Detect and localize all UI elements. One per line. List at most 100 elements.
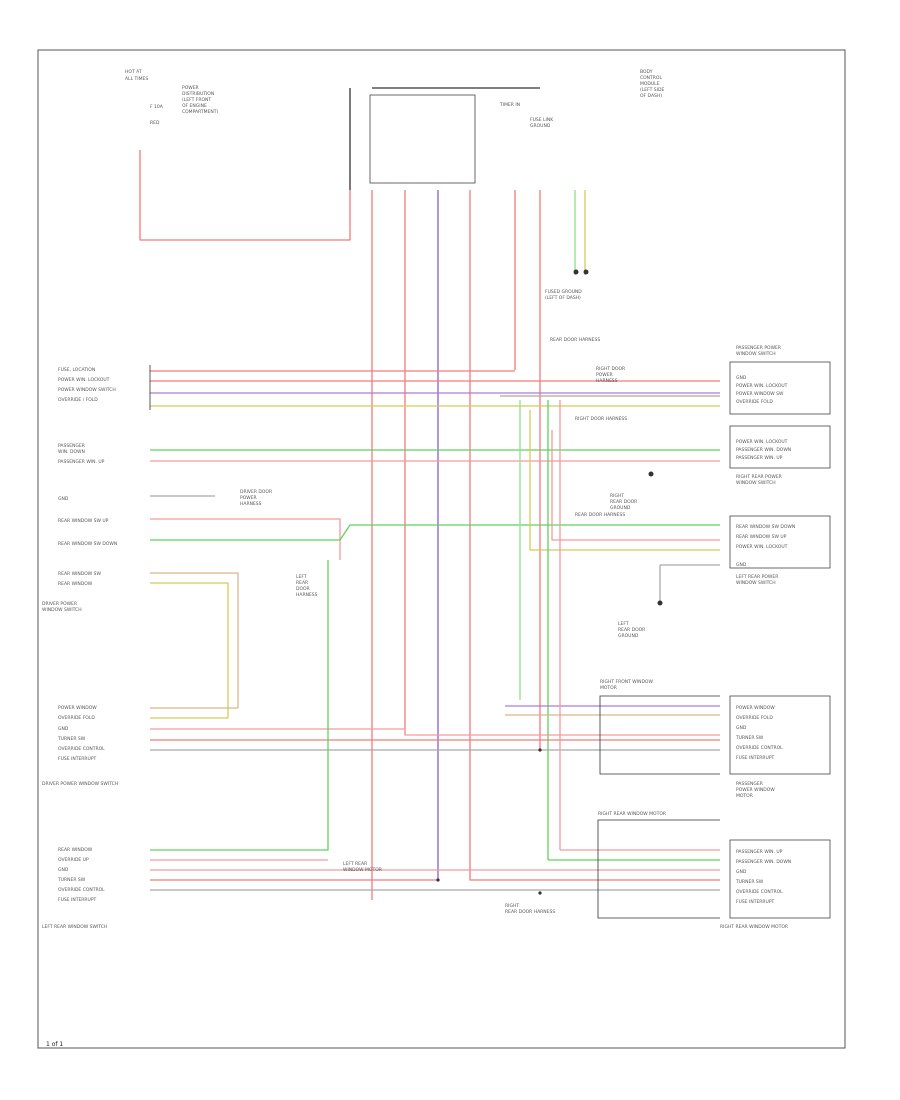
diagram-label: (LEFT FRONT	[182, 97, 211, 103]
diagram-label: PASSENGER WIN. DOWN	[736, 859, 791, 865]
diagram-label: GND	[58, 496, 69, 502]
diagram-label: GROUND	[618, 633, 639, 639]
diagram-label: DRIVER POWER	[42, 601, 77, 607]
diagram-label: MOTOR	[736, 793, 753, 799]
wire-green	[150, 524, 720, 541]
diagram-label: RIGHT REAR POWER	[736, 474, 782, 480]
diagram-label: HARNESS	[596, 378, 618, 384]
diagram-label: REAR WINDOW	[58, 847, 93, 853]
diagram-label: LEFT REAR	[343, 861, 367, 867]
diagram-label: PASSENGER WIN. UP	[736, 849, 783, 855]
diagram-label: REAR WINDOW	[58, 581, 93, 587]
diagram-label: WIN. DOWN	[58, 449, 85, 455]
diagram-label: ALL TIMES	[125, 76, 148, 82]
diagram-label: FUSE LINK	[530, 117, 554, 123]
diagram-label: PASSENGER	[736, 781, 763, 787]
diagram-label: PASSENGER WIN. UP	[58, 459, 105, 465]
diagram-label: FUSE INTERRUPT	[58, 756, 97, 762]
diagram-label: REAR WINDOW SW	[58, 571, 101, 577]
diagram-label: POWER WIN. LOCKOUT	[736, 383, 788, 389]
diagram-label: REAR DOOR HARNESS	[575, 512, 625, 518]
diagram-label: RIGHT DOOR HARNESS	[575, 416, 627, 422]
diagram-label: REAR DOOR	[610, 499, 637, 505]
wire-pink	[150, 728, 720, 736]
diagram-label: RIGHT REAR WINDOW MOTOR	[598, 811, 666, 817]
diagram-label: PASSENGER WIN. DOWN	[736, 447, 791, 453]
diagram-label: RIGHT FRONT WINDOW	[600, 679, 653, 685]
components-layer	[149, 94, 831, 919]
diagram-label: WINDOW MOTOR	[343, 867, 382, 873]
diagram-label: POWER	[182, 85, 199, 91]
diagram-label: HARNESS	[240, 501, 262, 507]
diagram-label: OVERRIDE FOLD	[736, 715, 773, 721]
diagram-label: GROUND	[610, 505, 631, 511]
ground-point	[648, 471, 654, 477]
diagram-label: POWER WINDOW SW	[736, 391, 784, 397]
wire-green	[150, 560, 329, 851]
diagram-label: OVERRIDE / FOLD	[58, 397, 98, 403]
diagram-label: TIMER IN	[499, 102, 520, 108]
component-box	[729, 695, 831, 775]
diagram-label: POWER WINDOW	[58, 705, 97, 711]
diagram-label: PASSENGER POWER	[736, 345, 781, 351]
diagram-label: DRIVER POWER WINDOW SWITCH	[42, 781, 118, 787]
diagram-label: MOTOR	[600, 685, 617, 691]
diagram-label: F 10A	[150, 104, 164, 110]
wire-yellow	[529, 410, 720, 551]
diagram-label: WINDOW SWITCH	[42, 607, 82, 613]
ground-point	[657, 600, 663, 606]
wire-tan	[150, 572, 239, 708]
wire-red	[469, 190, 720, 881]
diagram-label: REAR WINDOW SW DOWN	[736, 524, 795, 530]
wire-yellow	[150, 582, 229, 718]
ground-point	[583, 269, 589, 275]
diagram-label: RIGHT	[505, 903, 519, 909]
diagram-label: LEFT	[296, 574, 307, 580]
diagram-border	[37, 49, 846, 1049]
wire-pink	[551, 430, 720, 541]
diagram-label: DOOR	[296, 586, 310, 592]
diagram-label: POWER WINDOW SWITCH	[58, 387, 116, 393]
diagram-label: HOT AT	[125, 69, 142, 75]
diagram-label: FUSE INTERRUPT	[58, 897, 97, 903]
diagram-label: GROUND	[530, 123, 551, 129]
diagram-label: RED	[150, 120, 160, 126]
diagram-label: RIGHT REAR WINDOW MOTOR	[720, 924, 788, 930]
diagram-label: GND	[736, 375, 747, 381]
diagram-label: PASSENGER WIN. UP	[736, 455, 783, 461]
diagram-label: REAR WINDOW SW DOWN	[58, 541, 117, 547]
wire-red	[139, 150, 351, 241]
page-number: 1 of 1	[46, 1041, 64, 1048]
component-box	[729, 425, 831, 469]
diagram-label: MODULE	[640, 81, 660, 87]
splice-point	[538, 891, 542, 895]
diagram-label: OVERRIDE CONTROL	[736, 745, 783, 751]
diagram-label: REAR DOOR	[618, 627, 645, 633]
component-box	[729, 361, 831, 415]
diagram-label: RIGHT	[610, 493, 624, 499]
diagram-label: LEFT REAR WINDOW SWITCH	[42, 924, 107, 930]
diagram-label: GND	[736, 562, 747, 568]
diagram-label: BODY	[640, 69, 653, 75]
diagram-label: POWER WINDOW	[736, 705, 775, 711]
diagram-label: REAR WINDOW SW UP	[58, 518, 109, 524]
diagram-label: OF ENGINE	[182, 103, 207, 109]
ground-point	[573, 269, 579, 275]
diagram-label: WINDOW SWITCH	[736, 580, 776, 586]
diagram-label: REAR WINDOW SW UP	[736, 534, 787, 540]
splice-point	[436, 878, 440, 882]
diagram-label: OVERRIDE FOLD	[736, 399, 773, 405]
component-box	[729, 515, 831, 569]
diagram-label: GND	[58, 726, 69, 732]
diagram-label: REAR DOOR HARNESS	[550, 337, 600, 343]
diagram-label: DRIVER DOOR	[240, 489, 272, 495]
wires-layer	[139, 87, 720, 900]
diagram-label: POWER WIN. LOCKOUT	[736, 544, 788, 550]
diagram-label: OVERRIDE FOLD	[58, 715, 95, 721]
diagram-label: POWER	[596, 372, 613, 378]
diagram-label: GND	[736, 725, 747, 731]
diagram-label: OVERRIDE CONTROL	[58, 746, 105, 752]
diagram-label: OF DASH)	[640, 93, 662, 99]
diagram-label: OVERRIDE CONTROL	[736, 889, 783, 895]
diagram-label: CONTROL	[640, 75, 662, 81]
